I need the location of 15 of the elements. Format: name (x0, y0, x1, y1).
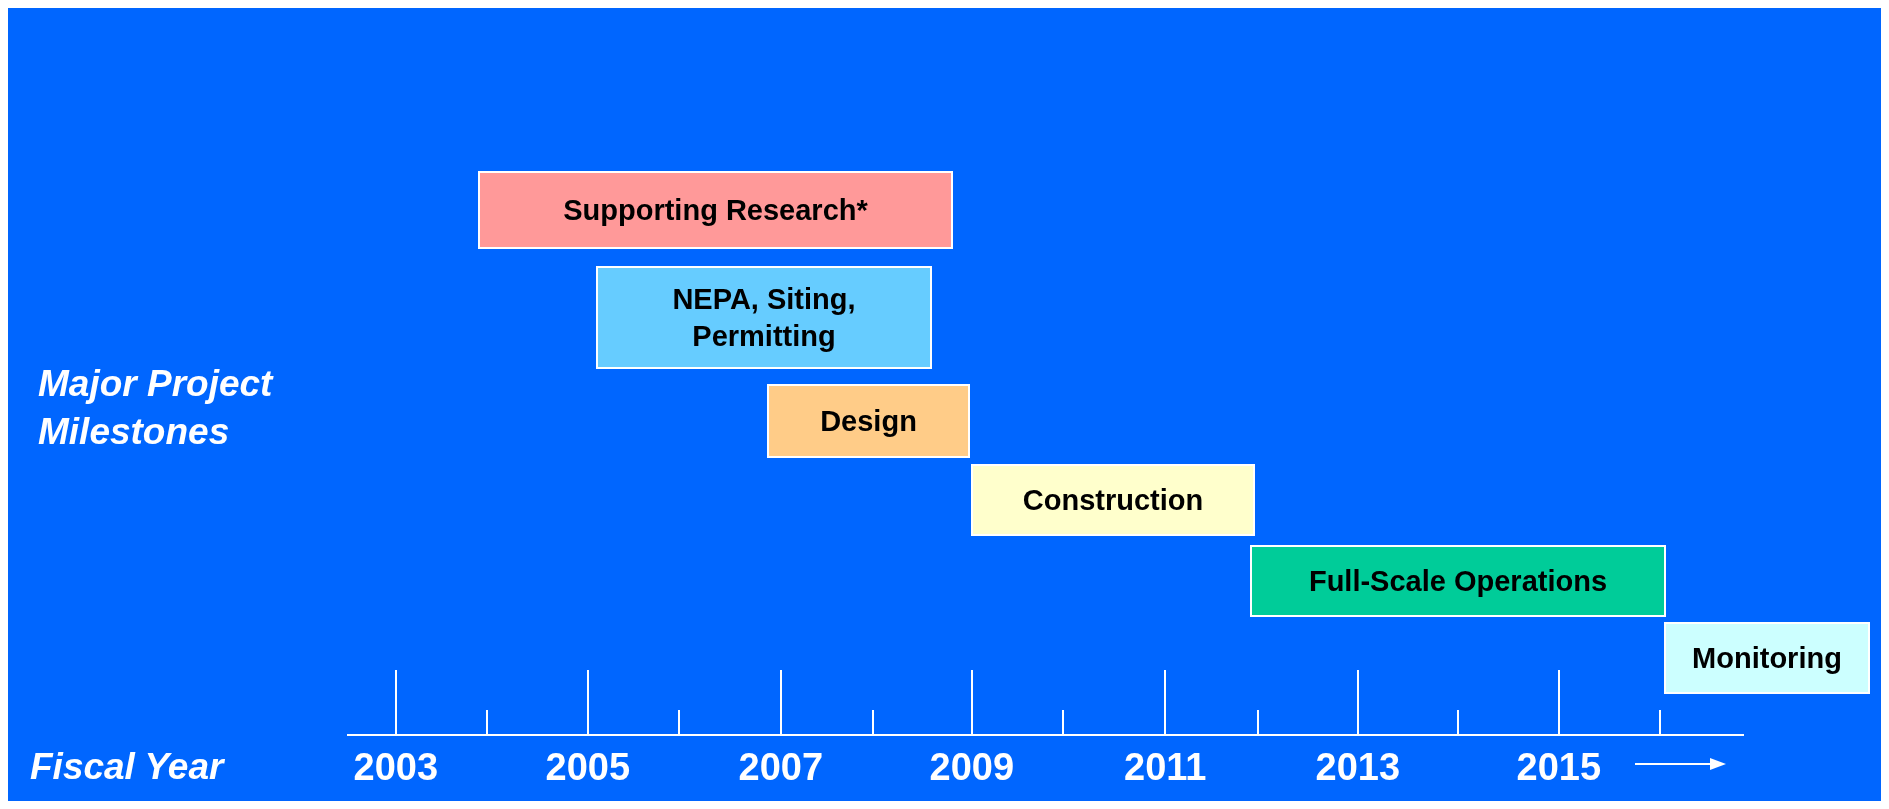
axis-title: Fiscal Year (30, 746, 224, 788)
milestone-bar: Supporting Research* (478, 171, 953, 249)
milestone-bar: Monitoring (1664, 622, 1870, 694)
milestone-bar: Construction (971, 464, 1255, 536)
row-heading: Major Project Milestones (38, 362, 275, 455)
year-label: 2011 (1124, 746, 1207, 789)
year-label: 2013 (1315, 746, 1401, 789)
milestone-bar: Design (767, 384, 970, 458)
year-label: 2003 (353, 746, 439, 789)
year-label: 2015 (1516, 746, 1602, 789)
milestone-bar: Full-Scale Operations (1250, 545, 1666, 617)
year-label: 2005 (545, 746, 631, 789)
year-label: 2007 (738, 746, 824, 789)
milestone-bar: NEPA, Siting, Permitting (596, 266, 932, 369)
year-label: 2009 (929, 746, 1015, 789)
